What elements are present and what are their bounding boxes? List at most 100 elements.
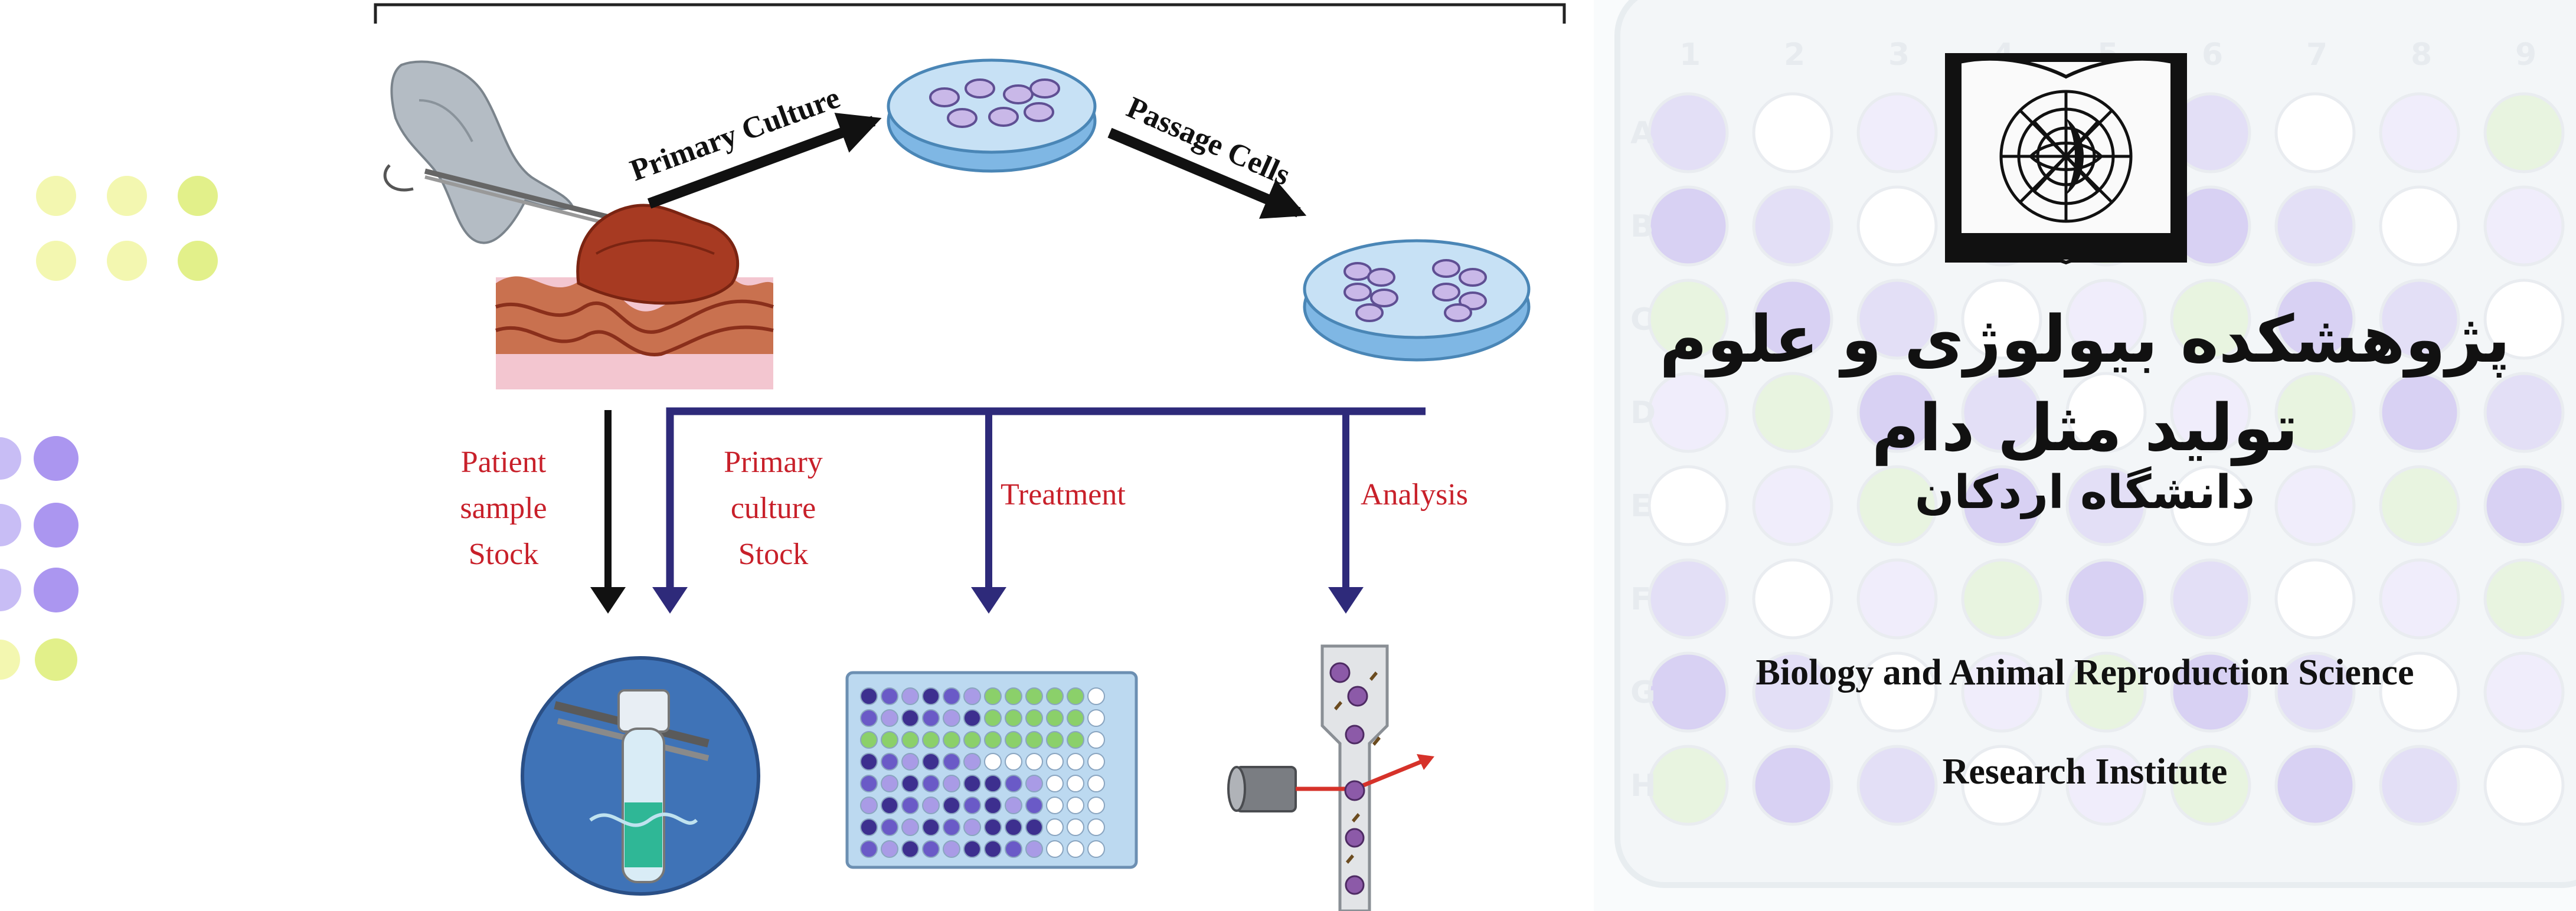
plate-well	[1087, 797, 1105, 814]
plate-well	[901, 840, 919, 858]
plate-well	[881, 775, 898, 792]
background-well	[2065, 372, 2147, 453]
plate-well	[1025, 775, 1043, 792]
plate-well	[901, 818, 919, 836]
background-well	[1752, 185, 1833, 267]
background-well	[2483, 92, 2565, 173]
treatment-label: Treatment	[1001, 478, 1126, 512]
background-well	[1856, 372, 1938, 453]
background-well	[2274, 465, 2356, 546]
decor-dot	[36, 176, 76, 216]
culture-workflow-diagram: Primary Culture Passage Cells Patient sa…	[354, 0, 1594, 911]
university-persian-name: دانشگاه اردکان	[1914, 466, 2255, 519]
plate-well	[860, 818, 878, 836]
background-well	[2170, 558, 2251, 640]
plate-well	[943, 731, 960, 749]
plate-well	[943, 753, 960, 771]
background-well	[1647, 558, 1729, 640]
plate-well	[881, 687, 898, 705]
plate-well	[984, 775, 1002, 792]
background-well	[1856, 558, 1938, 640]
plate-well	[1046, 687, 1064, 705]
plate-well	[1046, 775, 1064, 792]
plate-column-label: 6	[2202, 37, 2223, 73]
plate-well	[1005, 775, 1022, 792]
plate-well	[943, 709, 960, 727]
decor-dot	[178, 241, 218, 281]
decor-dot	[34, 503, 79, 548]
plate-column-label: 9	[2515, 37, 2536, 73]
plate-row-label: C	[1630, 302, 1653, 337]
background-well	[1856, 278, 1938, 360]
plate-well	[881, 818, 898, 836]
label-line: Patient	[460, 445, 547, 479]
plate-well	[1046, 709, 1064, 727]
plate-well	[1067, 775, 1084, 792]
plate-well	[922, 797, 940, 814]
background-well	[2483, 185, 2565, 267]
background-well	[2379, 185, 2460, 267]
plate-well	[1087, 840, 1105, 858]
plate-well	[1046, 797, 1064, 814]
plate-row-label: D	[1630, 395, 1656, 431]
plate-well	[1067, 753, 1084, 771]
flow-cytometry-icon	[1227, 644, 1434, 911]
patient-sample-arrowhead	[590, 587, 626, 614]
analysis-label: Analysis	[1361, 478, 1468, 512]
decor-dot	[0, 569, 21, 611]
plate-well	[881, 731, 898, 749]
plate-well	[984, 687, 1002, 705]
plate-well	[922, 840, 940, 858]
plate-well	[1025, 731, 1043, 749]
background-well	[2065, 651, 2147, 733]
left-decoration	[0, 0, 354, 911]
patient-sample-stock-label: Patient sample Stock	[436, 440, 571, 578]
plate-well	[1025, 687, 1043, 705]
decor-dot	[0, 504, 21, 546]
label-line: sample	[460, 491, 547, 525]
plate-well	[881, 709, 898, 727]
open-book-rosette-logo-icon	[1945, 53, 2187, 265]
plate-well	[1025, 818, 1043, 836]
background-well	[1752, 465, 1833, 546]
plate-well	[860, 709, 878, 727]
institute-persian-name: پژوهشکده بیولوژی و علوم تولید مثل دام	[1659, 302, 2510, 466]
plate-well	[1046, 753, 1064, 771]
decorative-dots	[0, 176, 218, 681]
decor-dot	[36, 241, 76, 281]
plate-row-label: H	[1630, 768, 1656, 804]
frame-line	[374, 3, 1566, 24]
plate-row-label: F	[1630, 582, 1652, 617]
plate-well	[1087, 753, 1105, 771]
plate-well	[1046, 840, 1064, 858]
background-well	[2170, 372, 2251, 453]
plate-well	[1087, 731, 1105, 749]
label-line: Primary	[724, 445, 823, 479]
plate-column-label: 1	[1679, 37, 1701, 73]
background-well	[2274, 372, 2356, 453]
plate-well	[984, 753, 1002, 771]
petri-dish-icon	[887, 58, 1097, 173]
plate-well	[922, 775, 940, 792]
plate-well	[1067, 840, 1084, 858]
plate-well	[860, 775, 878, 792]
decor-dot	[107, 241, 147, 281]
decor-dot	[0, 437, 21, 480]
background-well	[1961, 465, 2042, 546]
background-well	[1856, 651, 1938, 733]
plate-well	[1067, 687, 1084, 705]
gloved-hand-icon	[383, 60, 639, 244]
plate-well	[1005, 840, 1022, 858]
institute-english-line1: Biology and Animal Reproduction Science	[1756, 653, 2414, 693]
plate-well	[963, 687, 981, 705]
background-well	[1647, 372, 1729, 453]
primary-culture-stock-label: Primary culture Stock	[699, 440, 847, 578]
background-well	[2379, 278, 2460, 360]
primary-culture-arrow	[647, 113, 882, 209]
plate-well	[881, 840, 898, 858]
background-well	[2274, 185, 2356, 267]
plate-well	[963, 753, 981, 771]
plate-well	[943, 775, 960, 792]
background-well	[1961, 651, 2042, 733]
